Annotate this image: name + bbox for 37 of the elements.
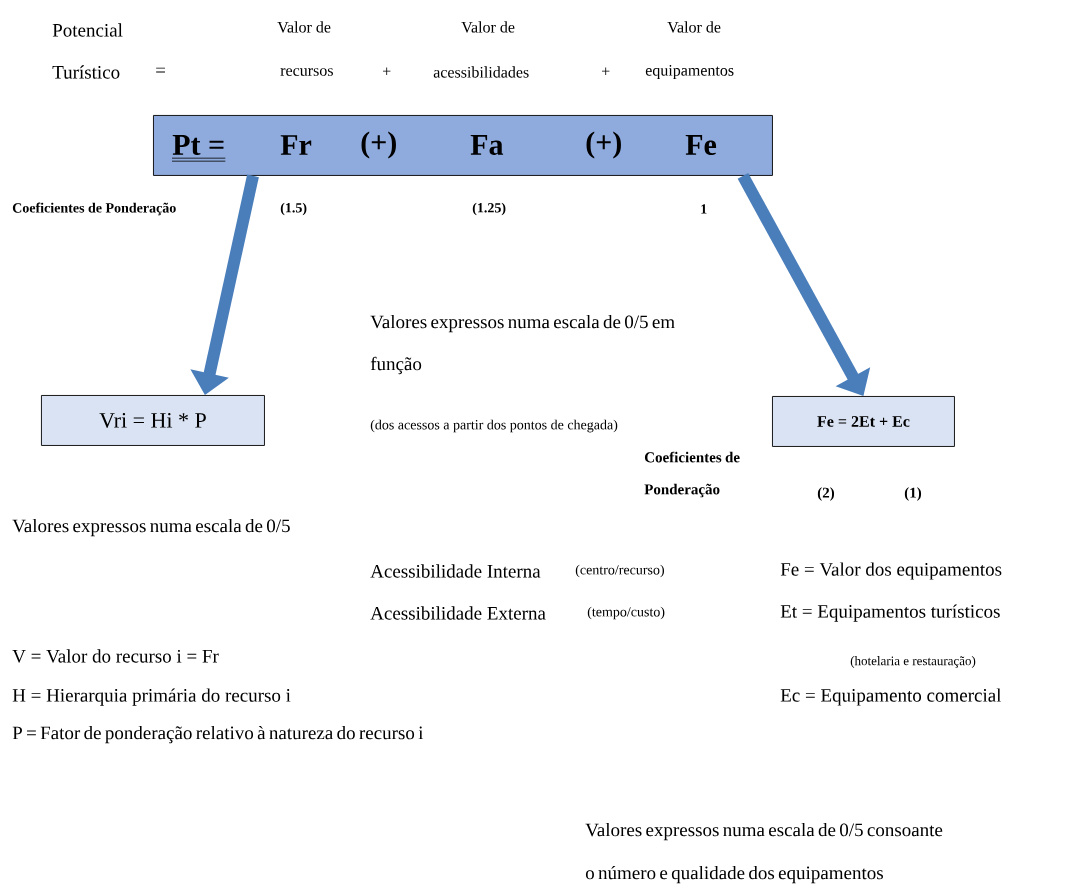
heading-text: Valor de bbox=[277, 21, 331, 33]
definition-text: P = Fator de ponderação relativo à natureza do recurso i bbox=[12, 725, 424, 744]
coefficient-value: 1 bbox=[701, 204, 707, 214]
coefficient-value: (2) bbox=[817, 487, 835, 501]
definition-text: V = Valor do recurso i = Fr bbox=[12, 649, 219, 663]
note-text: (hotelaria e restauração) bbox=[850, 656, 976, 668]
coefficient-value: (1) bbox=[904, 487, 922, 501]
note-text: (tempo/custo) bbox=[587, 606, 665, 620]
formula-box: Vri = Hi * P bbox=[41, 395, 265, 446]
note-text: Valores expressos numa escala de 0/5 bbox=[12, 518, 290, 537]
note-text: (centro/recurso) bbox=[575, 564, 664, 578]
definition-text: Acessibilidade Interna bbox=[370, 564, 541, 578]
block-arrow bbox=[737, 173, 871, 396]
note-text: Valores expressos numa escala de 0/5 em função bbox=[370, 314, 675, 375]
heading-text: Potencial bbox=[52, 23, 123, 37]
formula-band: Pt = Fr (+) Fa (+) Fe bbox=[153, 115, 773, 176]
coefficient-value: (1.5) bbox=[280, 202, 307, 216]
definition-text: Et = Equipamentos turísticos bbox=[780, 604, 1000, 622]
heading-text: acessibilidades bbox=[433, 66, 529, 78]
heading-text: Turístico bbox=[52, 65, 120, 79]
definition-text: H = Hierarquia primária do recurso i bbox=[12, 688, 291, 706]
heading-text: equipamentos bbox=[645, 65, 734, 79]
heading-text: Valor de bbox=[667, 21, 721, 33]
plus-sign: + bbox=[383, 67, 391, 75]
coefficient-label: Coeficientes de Ponderação bbox=[12, 202, 176, 216]
heading-text: Valor de bbox=[461, 21, 515, 33]
note-text: Valores expressos numa escala de 0/5 consoante o número e qualidade dos equipamentos bbox=[585, 822, 943, 884]
coefficient-value: (1.25) bbox=[472, 202, 506, 216]
coefficient-label: Coeficientes de Ponderação bbox=[644, 451, 740, 498]
equals-sign: = bbox=[156, 67, 165, 73]
definition-text: Ec = Equipamento comercial bbox=[780, 688, 1002, 706]
definition-text: Acessibilidade Externa bbox=[370, 606, 546, 620]
heading-text: recursos bbox=[280, 68, 333, 76]
plus-sign: + bbox=[602, 67, 610, 75]
definition-text: Fe = Valor dos equipamentos bbox=[780, 562, 1002, 580]
note-text: (dos acessos a partir dos pontos de chegada) bbox=[370, 419, 618, 433]
formula-box: Fe = 2Et + Ec bbox=[772, 396, 955, 447]
